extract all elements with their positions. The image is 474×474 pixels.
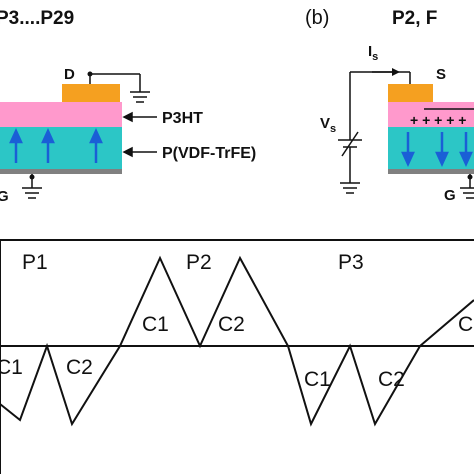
panel-b-tag: (b) [305,7,329,29]
panel-a-polarization-arrows [9,127,103,163]
label-c1-left: C1 [0,356,23,379]
panel-a-substrate [0,169,122,174]
panel-b-polarization-arrows [401,132,473,168]
label-c1-up: C1 [142,313,169,336]
panel-b-title: P2, F [392,8,437,29]
panel-b-p3ht-layer [388,102,474,127]
panel-a-p3ht-layer [0,102,122,127]
panel-a-gate-node [29,174,35,180]
panel-a-p3ht-label: P3HT [162,110,203,127]
panel-b-gate-node [467,174,473,180]
panel-b: (b) P2, F S + + + + + [305,7,474,204]
panel-b-current-label: Is [368,43,378,63]
label-c2-left: C2 [66,356,93,379]
panel-a-pvdf-label: P(VDF-TrFE) [162,145,256,162]
label-c-edge: C [458,313,473,336]
panel-b-source-label: S [436,66,446,83]
panel-b-current-arrow [392,68,400,76]
panel-a: P3....P29 D [0,8,256,205]
label-c2-down: C2 [378,368,405,391]
label-p3: P3 [338,251,364,274]
panel-b-voltage-label: Vs [320,115,336,135]
panel-a-drain-node [87,71,93,77]
panel-b-pvdf-layer [388,127,474,169]
panel-a-layer-pointers [122,111,157,158]
label-c2-up: C2 [218,313,245,336]
label-p2: P2 [186,251,212,274]
waveform-panel: P1 P2 P3 C1 C2 C1 C2 C1 C2 C [0,239,474,474]
panel-b-source-electrode [388,84,433,102]
panel-a-pvdf-layer [0,127,122,169]
panel-a-drain-label: D [64,66,75,83]
panel-b-gate-label: G [444,187,456,204]
label-c1-down: C1 [304,368,331,391]
panel-a-title: P3....P29 [0,8,74,29]
panel-a-gate-label: G [0,188,9,205]
panel-a-drain-electrode [62,84,120,102]
panel-b-substrate [388,169,474,174]
panel-b-charges: + + + + + [410,112,466,128]
waveform-trace [0,255,474,427]
label-p1: P1 [22,251,48,274]
waveform-frame [0,239,474,474]
